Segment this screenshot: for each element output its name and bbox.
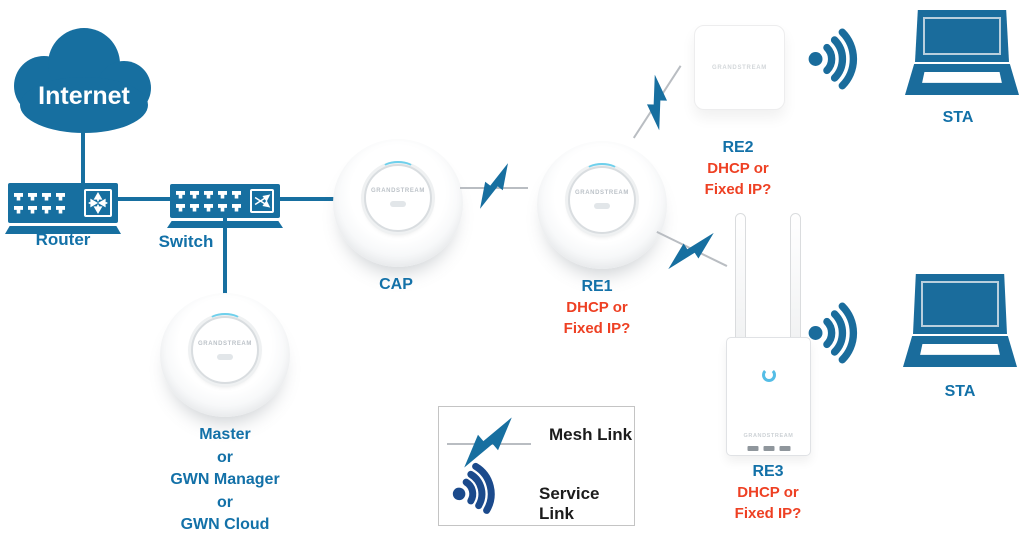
sta-top-label: STA (942, 109, 974, 126)
master-led-accent (208, 313, 242, 329)
re2-ip-question: DHCP or Fixed IP? (704, 160, 772, 198)
master-brand-text: GRANDSTREAM (198, 340, 252, 347)
link-switch-master (223, 218, 227, 298)
mesh-link-cap-re1 (460, 163, 528, 212)
re2-access-point-icon: GRANDSTREAM (694, 25, 785, 110)
re3-brand-text: GRANDSTREAM (743, 433, 794, 439)
router-ports (14, 192, 65, 214)
sta-bottom-label: STA (944, 383, 976, 400)
legend-box: Mesh Link Service Link (438, 406, 635, 526)
wifi-signal-icon (806, 300, 872, 371)
internet-label: Internet (38, 82, 130, 110)
mesh-bolt-icon (464, 417, 512, 468)
mesh-link-re1-re2 (626, 58, 688, 146)
laptop-icon (903, 274, 1017, 367)
mesh-link-re1-re3 (653, 224, 729, 274)
re3-ip-question: DHCP or Fixed IP? (734, 484, 802, 522)
re3-led-ring (761, 368, 776, 382)
switch-ports (176, 190, 241, 212)
wifi-signal-icon (806, 26, 872, 97)
router-label: Router (35, 230, 91, 249)
switch-glyph-icon (250, 189, 274, 213)
router-base (5, 226, 121, 234)
re3-ports (747, 446, 790, 451)
re3-antenna-right (790, 213, 801, 343)
re1-led-accent (585, 162, 619, 179)
switch-base (167, 221, 283, 228)
mesh-bolt-icon (668, 232, 714, 270)
re3-label: RE3 (752, 463, 784, 480)
master-access-point-icon: GRANDSTREAM (160, 293, 290, 417)
cap-label: CAP (379, 276, 413, 293)
switch-icon (170, 184, 280, 218)
legend-service-link-label: Service Link (539, 484, 600, 523)
link-switch-cap (279, 197, 336, 201)
re2-label: RE2 (722, 139, 754, 156)
re3-body: GRANDSTREAM (726, 337, 811, 456)
re2-brand-text: GRANDSTREAM (711, 64, 768, 71)
master-label: Master or GWN Manager or GWN Cloud (170, 426, 280, 533)
switch-label: Switch (158, 232, 214, 251)
router-glyph-icon (84, 189, 112, 217)
re3-access-point-icon: GRANDSTREAM (723, 210, 813, 460)
internet-cloud-icon (2, 24, 162, 141)
re1-brand-text: GRANDSTREAM (575, 190, 629, 197)
cap-led-accent (381, 160, 415, 177)
legend-wifi-signal-icon (444, 455, 513, 528)
re3-antenna-left (735, 213, 746, 343)
link-internet-router (81, 130, 85, 185)
re1-ip-question: DHCP or Fixed IP? (563, 299, 631, 337)
re1-label: RE1 (581, 278, 613, 295)
legend-mesh-link-icon (447, 415, 533, 468)
laptop-icon (905, 10, 1019, 95)
cap-brand-text: GRANDSTREAM (371, 188, 425, 195)
link-router-switch (117, 197, 171, 201)
mesh-bolt-icon (480, 163, 508, 209)
mesh-bolt-icon (646, 74, 668, 131)
legend-mesh-link-label: Mesh Link (549, 425, 633, 444)
re1-access-point-icon: GRANDSTREAM (537, 141, 667, 269)
router-icon (8, 183, 118, 223)
cap-access-point-icon: GRANDSTREAM (333, 139, 463, 267)
